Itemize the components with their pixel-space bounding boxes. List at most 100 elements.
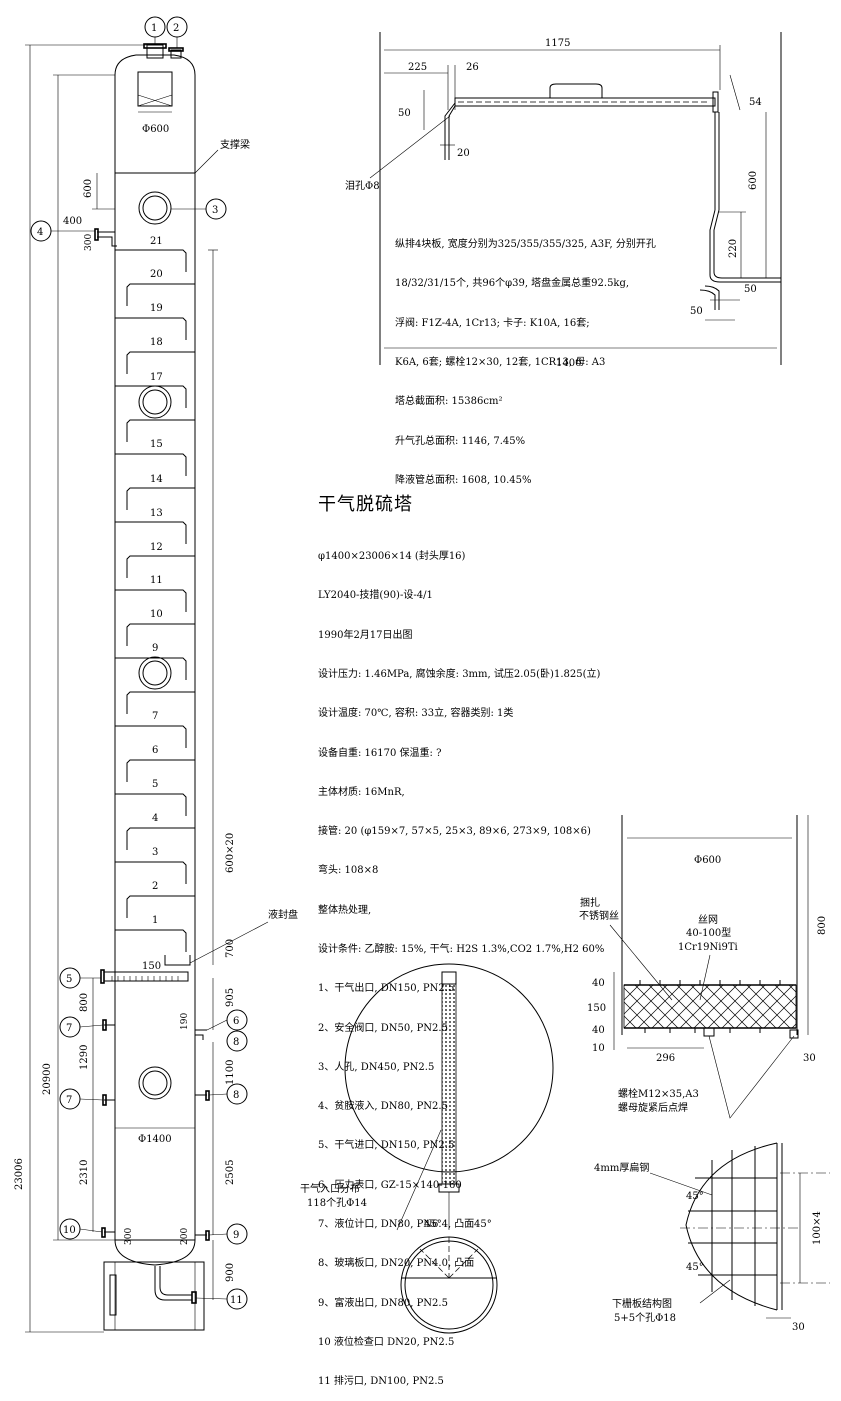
dim-1290: 1290 xyxy=(79,1045,90,1070)
nozzle-number: 3 xyxy=(212,205,218,216)
spec-line: 主体材质: 16MnR, xyxy=(318,786,405,798)
tray-number: 21 xyxy=(150,236,163,247)
inlet-angle: 45° xyxy=(474,1219,492,1230)
tray-line xyxy=(115,317,187,340)
spec-line: 整体热处理, xyxy=(318,904,372,916)
tray-line xyxy=(126,895,195,918)
nozzle-number: 8 xyxy=(233,1090,239,1101)
demister-diameter: Φ600 xyxy=(694,855,721,866)
spec-line: 1990年2月17日出图 xyxy=(318,629,413,641)
demister-dim: 296 xyxy=(656,1053,675,1064)
spec-line: 7、液位计口, DN80, PN6.4, 凸面 xyxy=(318,1218,475,1230)
tray-number: 12 xyxy=(150,542,163,553)
spec-line: 5、干气进口, DN150, PN2.5 xyxy=(318,1140,455,1152)
spec-line: 6、压力表口, GZ-15×140-160 xyxy=(318,1179,462,1191)
nozzle-number: 2 xyxy=(173,23,179,34)
bolt-note-2: 螺母旋紧后点焊 xyxy=(618,1101,688,1114)
dim-900: 900 xyxy=(225,1263,236,1282)
tray-note-line: 升气孔总面积: 1146, 7.45% xyxy=(395,435,526,447)
tray-note-line: 18/32/31/15个, 共96个φ39, 塔盘金属总重92.5kg, xyxy=(395,278,630,290)
spec-line: 4、贫胺液入, DN80, PN2.5 xyxy=(318,1101,448,1113)
mesh-label-3: 1Cr19Ni9Ti xyxy=(678,942,738,953)
spec-line: 设计压力: 1.46MPa, 腐蚀余度: 3mm, 试压2.05(卧)1.825… xyxy=(318,669,601,681)
grid-steel-label: 4mm厚扁钢 xyxy=(594,1161,649,1174)
tray-number-labels: 21 20 19 18 17 15 14 13 12 11 10 9 7 6 5… xyxy=(150,236,163,926)
tray-line xyxy=(115,385,187,408)
grid-caption-2: 5+5个孔Φ18 xyxy=(614,1312,676,1324)
tray-dim: 1400 xyxy=(556,358,581,369)
tray-dim: 1175 xyxy=(545,38,570,49)
tray-dim: 20 xyxy=(457,148,470,159)
tray-line xyxy=(126,759,195,782)
dim-1100: 1100 xyxy=(225,1060,236,1085)
spec-line: 2、安全阀口, DN50, PN2.5 xyxy=(318,1022,448,1034)
tray-line xyxy=(115,725,187,748)
tray-notes: 纵排4块板, 宽度分别为325/355/355/325, A3F, 分别开孔 1… xyxy=(395,212,656,500)
tray-dim: 50 xyxy=(690,306,703,317)
dim-overall: 23006 xyxy=(14,1158,25,1190)
tray-number: 4 xyxy=(152,813,158,824)
demister-dim: 40 xyxy=(592,1025,605,1036)
nozzle-balloons: 1 2 3 4 5 6 7 7 8 8 9 10 11 xyxy=(30,16,248,1310)
drawing-title: 干气脱硫塔 xyxy=(318,494,413,515)
tray-note-line: K6A, 6套; 螺栓12×30, 12套, 1CR13, 母: A3 xyxy=(395,357,606,369)
tray-note-line: 浮阀: F1Z-4A, 1Cr13; 卡子: K10A, 16套; xyxy=(395,317,590,329)
dim-300-bottom: 300 xyxy=(124,1228,134,1245)
dim-905: 905 xyxy=(225,988,236,1007)
tray-number: 3 xyxy=(152,847,158,858)
tray-note-line: 降液管总面积: 1608, 10.45% xyxy=(395,474,532,486)
tray-line xyxy=(126,827,195,850)
body-diameter-label: Φ1400 xyxy=(138,1134,172,1145)
tray-line xyxy=(126,351,195,374)
spec-line: φ1400×23006×14 (封头厚16) xyxy=(318,551,466,563)
bolt-note-1: 螺栓M12×35,A3 xyxy=(618,1087,699,1100)
nozzle-number: 10 xyxy=(63,1225,76,1236)
tray-number: 19 xyxy=(150,303,163,314)
tray-dim: 50 xyxy=(398,108,411,119)
liquid-seal-label: 液封盘 xyxy=(268,908,298,921)
spec-line: 11 排污口, DN100, PN2.5 xyxy=(318,1376,444,1388)
dim-600: 600 xyxy=(83,179,94,198)
tray-number: 2 xyxy=(152,881,158,892)
tray-number: 17 xyxy=(150,372,163,383)
tray-number: 15 xyxy=(150,439,163,450)
inlet-angle: 45° xyxy=(424,1219,442,1230)
grid-pitch: 100×4 xyxy=(812,1211,823,1245)
demister-dim: 10 xyxy=(592,1043,605,1054)
demister-grid-ticks xyxy=(639,980,781,1033)
tray-detail: 1175 225 26 50 20 泪孔Φ8 54 600 220 50 xyxy=(345,32,782,369)
tray-line xyxy=(115,589,187,612)
tray-number: 1 xyxy=(152,915,158,926)
tray-dim: 54 xyxy=(749,97,762,108)
tower-drawing: Φ600 xyxy=(14,16,830,1334)
spec-line: 1、干气出口, DN150, PN2.5 xyxy=(318,983,455,995)
tower-dimensions: 23006 20900 600 400 300 支撑梁 600×20 700 1… xyxy=(14,44,298,1333)
tray-number: 13 xyxy=(150,508,163,519)
dim-190: 190 xyxy=(180,1013,190,1030)
wire-label-2: 不锈钢丝 xyxy=(579,909,619,922)
tray-note-line: 塔总截面积: 15386cm² xyxy=(395,396,503,408)
demister-dim: 800 xyxy=(817,916,828,935)
spec-line: 设计温度: 70℃, 容积: 33立, 容器类别: 1类 xyxy=(318,708,514,720)
spec-line: 3、人孔, DN450, PN2.5 xyxy=(318,1061,435,1073)
lower-grid-detail: 100×4 4mm厚扁钢 45° 45° 30 下栅板结构图 5+5个孔Φ18 xyxy=(594,1142,830,1333)
dim-2505: 2505 xyxy=(225,1160,236,1185)
nozzle-number: 11 xyxy=(230,1295,243,1306)
grid-caption-1: 下栅板结构图 xyxy=(612,1297,672,1310)
dim-700: 700 xyxy=(225,939,236,958)
weep-hole-label: 泪孔Φ8 xyxy=(345,179,380,192)
tray-line xyxy=(115,453,187,476)
inlet-label-2: 118个孔Φ14 xyxy=(307,1197,367,1209)
demister-dim: 40 xyxy=(592,978,605,989)
tray-number: 10 xyxy=(150,609,163,620)
mesh-label-2: 40-100型 xyxy=(686,926,731,939)
tray-line xyxy=(126,555,195,578)
inlet-distributor-detail: 干气入口分布 118个孔Φ14 45° 45° xyxy=(300,963,554,1334)
tray-number: 9 xyxy=(152,643,158,654)
spec-block: φ1400×23006×14 (封头厚16) LY2040-技措(90)-设-4… xyxy=(318,524,604,1401)
tray-line xyxy=(126,623,195,646)
dim-tray-spacing: 600×20 xyxy=(225,833,236,873)
nozzle-number: 8 xyxy=(233,1037,239,1048)
grid-gap: 30 xyxy=(792,1322,805,1333)
demister-detail: Φ600 800 捆扎 不锈钢丝 丝网 40-100型 1Cr19Ni9Ti 4… xyxy=(579,815,828,1119)
